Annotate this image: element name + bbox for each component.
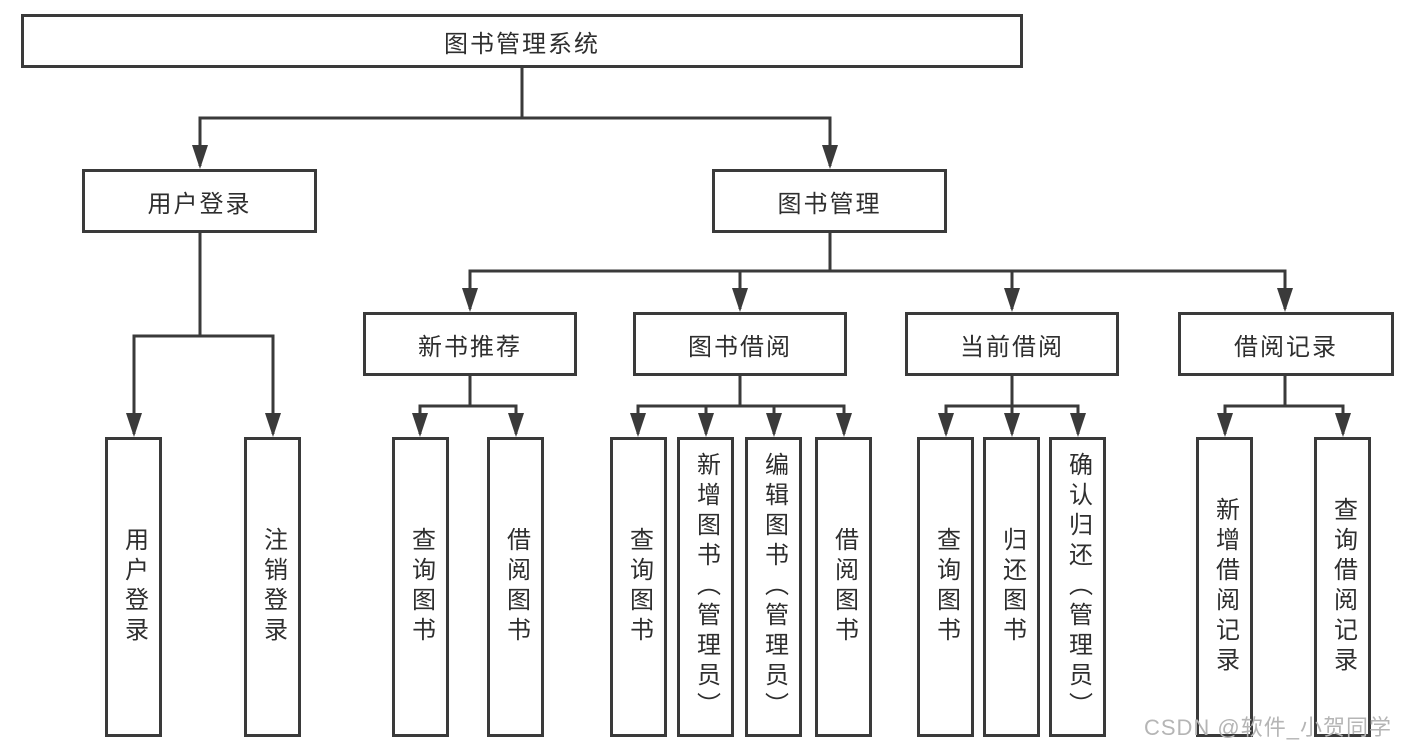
leaf-add-borrow-record: 新增借阅记录 <box>1196 437 1253 737</box>
node-current-borrowing: 当前借阅 <box>905 312 1119 376</box>
leaf-confirm-return-admin: 确认归还（管理员） <box>1049 437 1106 737</box>
node-book-borrowing-label: 图书借阅 <box>688 333 792 361</box>
leaf-borrow-book-under-recommendation-label: 借阅图书 <box>502 527 530 647</box>
leaf-edit-book-admin: 编辑图书（管理员） <box>745 437 802 737</box>
node-user-login-label: 用户登录 <box>147 190 252 218</box>
node-book-borrowing: 图书借阅 <box>633 312 847 376</box>
leaf-query-book-under-borrowing: 查询图书 <box>610 437 667 737</box>
node-current-borrowing-label: 当前借阅 <box>960 333 1064 361</box>
leaf-add-borrow-record-label: 新增借阅记录 <box>1211 497 1239 677</box>
node-new-book-recommendation: 新书推荐 <box>363 312 577 376</box>
leaf-query-book-under-borrowing-label: 查询图书 <box>625 527 653 647</box>
leaf-query-borrow-record-label: 查询借阅记录 <box>1329 497 1357 677</box>
node-book-management-label: 图书管理 <box>777 190 882 218</box>
leaf-add-book-admin: 新增图书（管理员） <box>677 437 734 737</box>
leaf-query-borrow-record: 查询借阅记录 <box>1314 437 1371 737</box>
leaf-logout-label: 注销登录 <box>259 527 287 647</box>
leaf-confirm-return-admin-label: 确认归还（管理员） <box>1064 452 1092 722</box>
node-root-label: 图书管理系统 <box>444 30 600 58</box>
node-book-management: 图书管理 <box>712 169 947 233</box>
leaf-edit-book-admin-label: 编辑图书（管理员） <box>760 452 788 722</box>
csdn-watermark: CSDN @软件_小贺同学 <box>1143 715 1392 740</box>
node-new-book-recommendation-label: 新书推荐 <box>418 333 522 361</box>
leaf-logout: 注销登录 <box>244 437 301 737</box>
leaf-return-book: 归还图书 <box>983 437 1040 737</box>
leaf-return-book-label: 归还图书 <box>998 527 1026 647</box>
node-borrowing-records-label: 借阅记录 <box>1234 333 1338 361</box>
leaf-query-book-under-recommendation: 查询图书 <box>392 437 449 737</box>
node-borrowing-records: 借阅记录 <box>1178 312 1394 376</box>
leaf-query-book-under-recommendation-label: 查询图书 <box>407 527 435 647</box>
leaf-borrow-book-under-borrowing-label: 借阅图书 <box>830 527 858 647</box>
node-user-login: 用户登录 <box>82 169 317 233</box>
leaf-query-book-under-current-label: 查询图书 <box>932 527 960 647</box>
leaf-query-book-under-current: 查询图书 <box>917 437 974 737</box>
leaf-user-login: 用户登录 <box>105 437 162 737</box>
leaf-user-login-label: 用户登录 <box>120 527 148 647</box>
leaf-borrow-book-under-borrowing: 借阅图书 <box>815 437 872 737</box>
leaf-add-book-admin-label: 新增图书（管理员） <box>692 452 720 722</box>
leaf-borrow-book-under-recommendation: 借阅图书 <box>487 437 544 737</box>
node-root: 图书管理系统 <box>21 14 1023 68</box>
